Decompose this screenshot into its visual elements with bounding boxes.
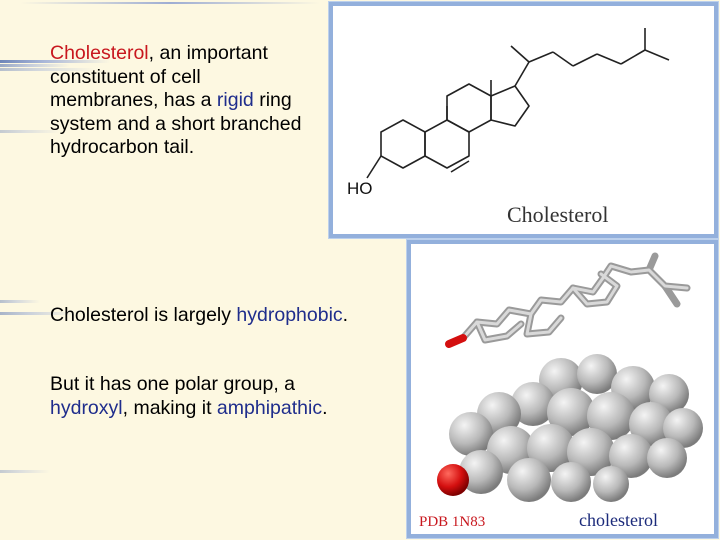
structure-panel: HO Cholesterol xyxy=(329,2,718,238)
membrane-description: Cholesterol, an important constituent of… xyxy=(50,42,302,158)
polar-group-description: But it has one polar group, a hydroxyl, … xyxy=(50,373,328,419)
decorative-streaks xyxy=(0,0,120,540)
cholesterol-term: Cholesterol xyxy=(50,42,149,64)
rigid-term: rigid xyxy=(216,89,254,111)
cholesterol-3d-model xyxy=(437,252,703,502)
cholesterol-structure-diagram: HO xyxy=(347,28,670,198)
hydrophobic-term: hydrophobic xyxy=(236,304,343,326)
hydrophobic-description: Cholesterol is largely hydrophobic. xyxy=(50,304,349,326)
structure-caption: Cholesterol xyxy=(507,202,609,227)
ho-label: HO xyxy=(347,179,373,198)
pdb-id-label: PDB 1N83 xyxy=(419,514,486,530)
model-panel: PDB 1N83 cholesterol xyxy=(407,240,718,538)
amphipathic-term: amphipathic xyxy=(216,396,323,419)
hydroxyl-term: hydroxyl xyxy=(50,396,123,419)
model-caption: cholesterol xyxy=(579,510,658,530)
